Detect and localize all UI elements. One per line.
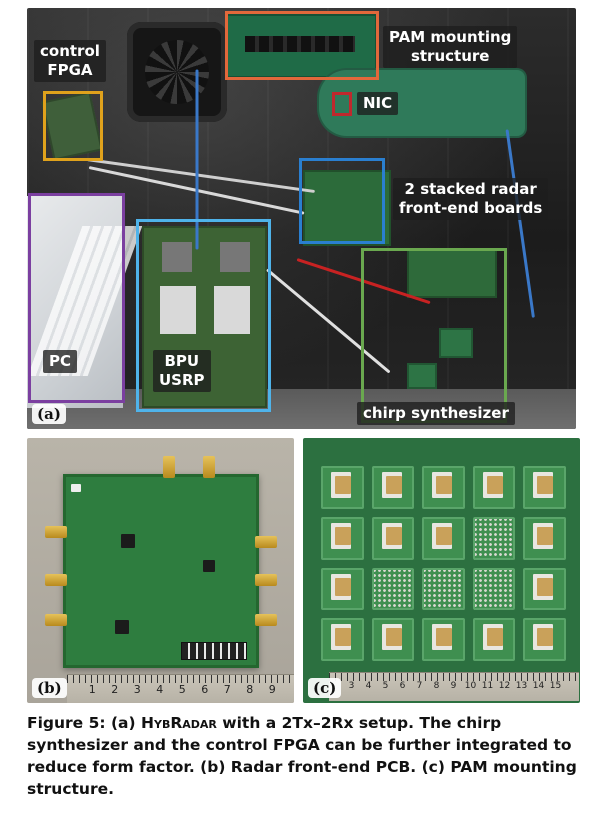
ruler: 3 4 5 6 7 8 9 10 11 12 13 14 15 — [329, 672, 579, 701]
nic-label: NIC — [357, 92, 399, 115]
ruler-ticks — [329, 673, 579, 681]
front-end-highlight-box — [299, 158, 385, 244]
sma-connector — [255, 536, 277, 548]
pam-cell-empty — [472, 567, 516, 611]
ruler-number: 7 — [416, 681, 423, 691]
usrp-shield — [214, 286, 250, 334]
nic-highlight-box — [332, 92, 352, 116]
pam-cell — [321, 466, 364, 509]
ruler-number: 9 — [450, 681, 457, 691]
ruler-number: 4 — [156, 683, 164, 696]
caption-body: with a 2Tx–2Rx setup. The chirp synthesi… — [27, 714, 577, 798]
pam-highlight-box — [225, 11, 379, 80]
pam-cell — [321, 567, 364, 611]
usrp-chip — [220, 242, 250, 272]
pam-cell — [321, 618, 364, 661]
ruler-number: 4 — [365, 681, 372, 691]
ruler-number: 7 — [223, 683, 231, 696]
pam-cell — [371, 466, 415, 509]
sma-connector — [255, 574, 277, 586]
bpu-usrp-label: BPU USRP — [153, 350, 211, 392]
pam-board — [225, 14, 377, 78]
photo-hybradar-setup: control FPGA PAM mounting structure NIC … — [27, 8, 576, 429]
sma-connector — [45, 574, 67, 586]
ic-chip — [203, 560, 215, 572]
ruler-number: 6 — [399, 681, 406, 691]
chirp-board — [407, 248, 497, 298]
pam-cell — [422, 516, 465, 560]
ruler-number: 10 — [464, 681, 477, 691]
front-end-boards — [303, 170, 391, 246]
pam-cell-empty — [472, 516, 516, 560]
pam-cell — [472, 618, 516, 661]
sma-connector — [203, 456, 215, 478]
ruler-number: 8 — [433, 681, 440, 691]
ruler-number: 14 — [532, 681, 545, 691]
photo-pam-mounting-structure: 3 4 5 6 7 8 9 10 11 12 13 14 15 (c) — [303, 438, 580, 703]
front-end-label: 2 stacked radar front-end boards — [393, 178, 549, 220]
ruler-number: 6 — [201, 683, 209, 696]
pam-cell — [472, 466, 516, 509]
sma-connector — [45, 614, 67, 626]
fpga-highlight-box — [43, 91, 103, 161]
pam-label: PAM mounting structure — [383, 26, 518, 68]
sma-connector — [45, 526, 67, 538]
ruler-number: 12 — [498, 681, 511, 691]
pam-cell-empty — [422, 567, 465, 611]
pam-element-grid — [321, 466, 566, 661]
ruler-numbers: 1 2 3 4 5 6 7 8 9 — [81, 683, 284, 696]
caption-system-name: HybRadar — [141, 714, 217, 732]
pam-cell — [523, 567, 566, 611]
control-fpga-label: control FPGA — [34, 40, 106, 82]
chirp-highlight-box — [361, 248, 507, 423]
pam-cell — [371, 618, 415, 661]
sma-connector — [163, 456, 175, 478]
ruler-ticks — [67, 675, 294, 683]
pam-cell — [523, 516, 566, 560]
ruler-number: 3 — [348, 681, 355, 691]
ruler-number: 5 — [178, 683, 186, 696]
sma-connector — [255, 614, 277, 626]
pam-cell — [422, 466, 465, 509]
ruler: 1 2 3 4 5 6 7 8 9 — [67, 674, 294, 703]
panel-a-tag: (a) — [32, 404, 66, 424]
dip-switch — [181, 642, 247, 660]
ruler-number: 8 — [246, 683, 254, 696]
ruler-numbers: 3 4 5 6 7 8 9 10 11 12 13 14 15 — [343, 681, 564, 691]
chirp-module — [439, 328, 473, 358]
panel-c-tag: (c) — [308, 678, 342, 698]
radar-front-end-board — [45, 456, 277, 668]
pam-cell — [523, 618, 566, 661]
photo-radar-front-end-pcb: 1 2 3 4 5 6 7 8 9 (b) — [27, 438, 294, 703]
ruler-number: 2 — [111, 683, 119, 696]
ic-chip — [115, 620, 129, 634]
chirp-module — [407, 363, 437, 389]
usrp-highlight-box — [136, 219, 271, 412]
ruler-number: 15 — [549, 681, 562, 691]
pam-cell — [321, 516, 364, 560]
ruler-number: 13 — [515, 681, 528, 691]
pam-cell — [422, 618, 465, 661]
chirp-synthesizer-label: chirp synthesizer — [357, 402, 515, 425]
ruler-number: 5 — [382, 681, 389, 691]
pc-highlight-box — [28, 193, 125, 403]
caption-lead: Figure 5: (a) — [27, 714, 141, 732]
ruler-number: 3 — [133, 683, 141, 696]
ruler-number: 11 — [481, 681, 494, 691]
ruler-number: 1 — [88, 683, 96, 696]
panel-b-tag: (b) — [32, 678, 67, 698]
pc-label: PC — [43, 350, 78, 373]
pam-cell-empty — [371, 567, 415, 611]
ic-chip — [71, 484, 81, 492]
ic-chip — [121, 534, 135, 548]
ruler-number: 9 — [268, 683, 276, 696]
figure-caption: Figure 5: (a) HybRadar with a 2Tx–2Rx se… — [27, 712, 580, 800]
pam-cell — [371, 516, 415, 560]
cooling-fan — [127, 22, 227, 122]
usrp-shield — [160, 286, 196, 334]
usrp-chip — [162, 242, 192, 272]
pam-cell — [523, 466, 566, 509]
